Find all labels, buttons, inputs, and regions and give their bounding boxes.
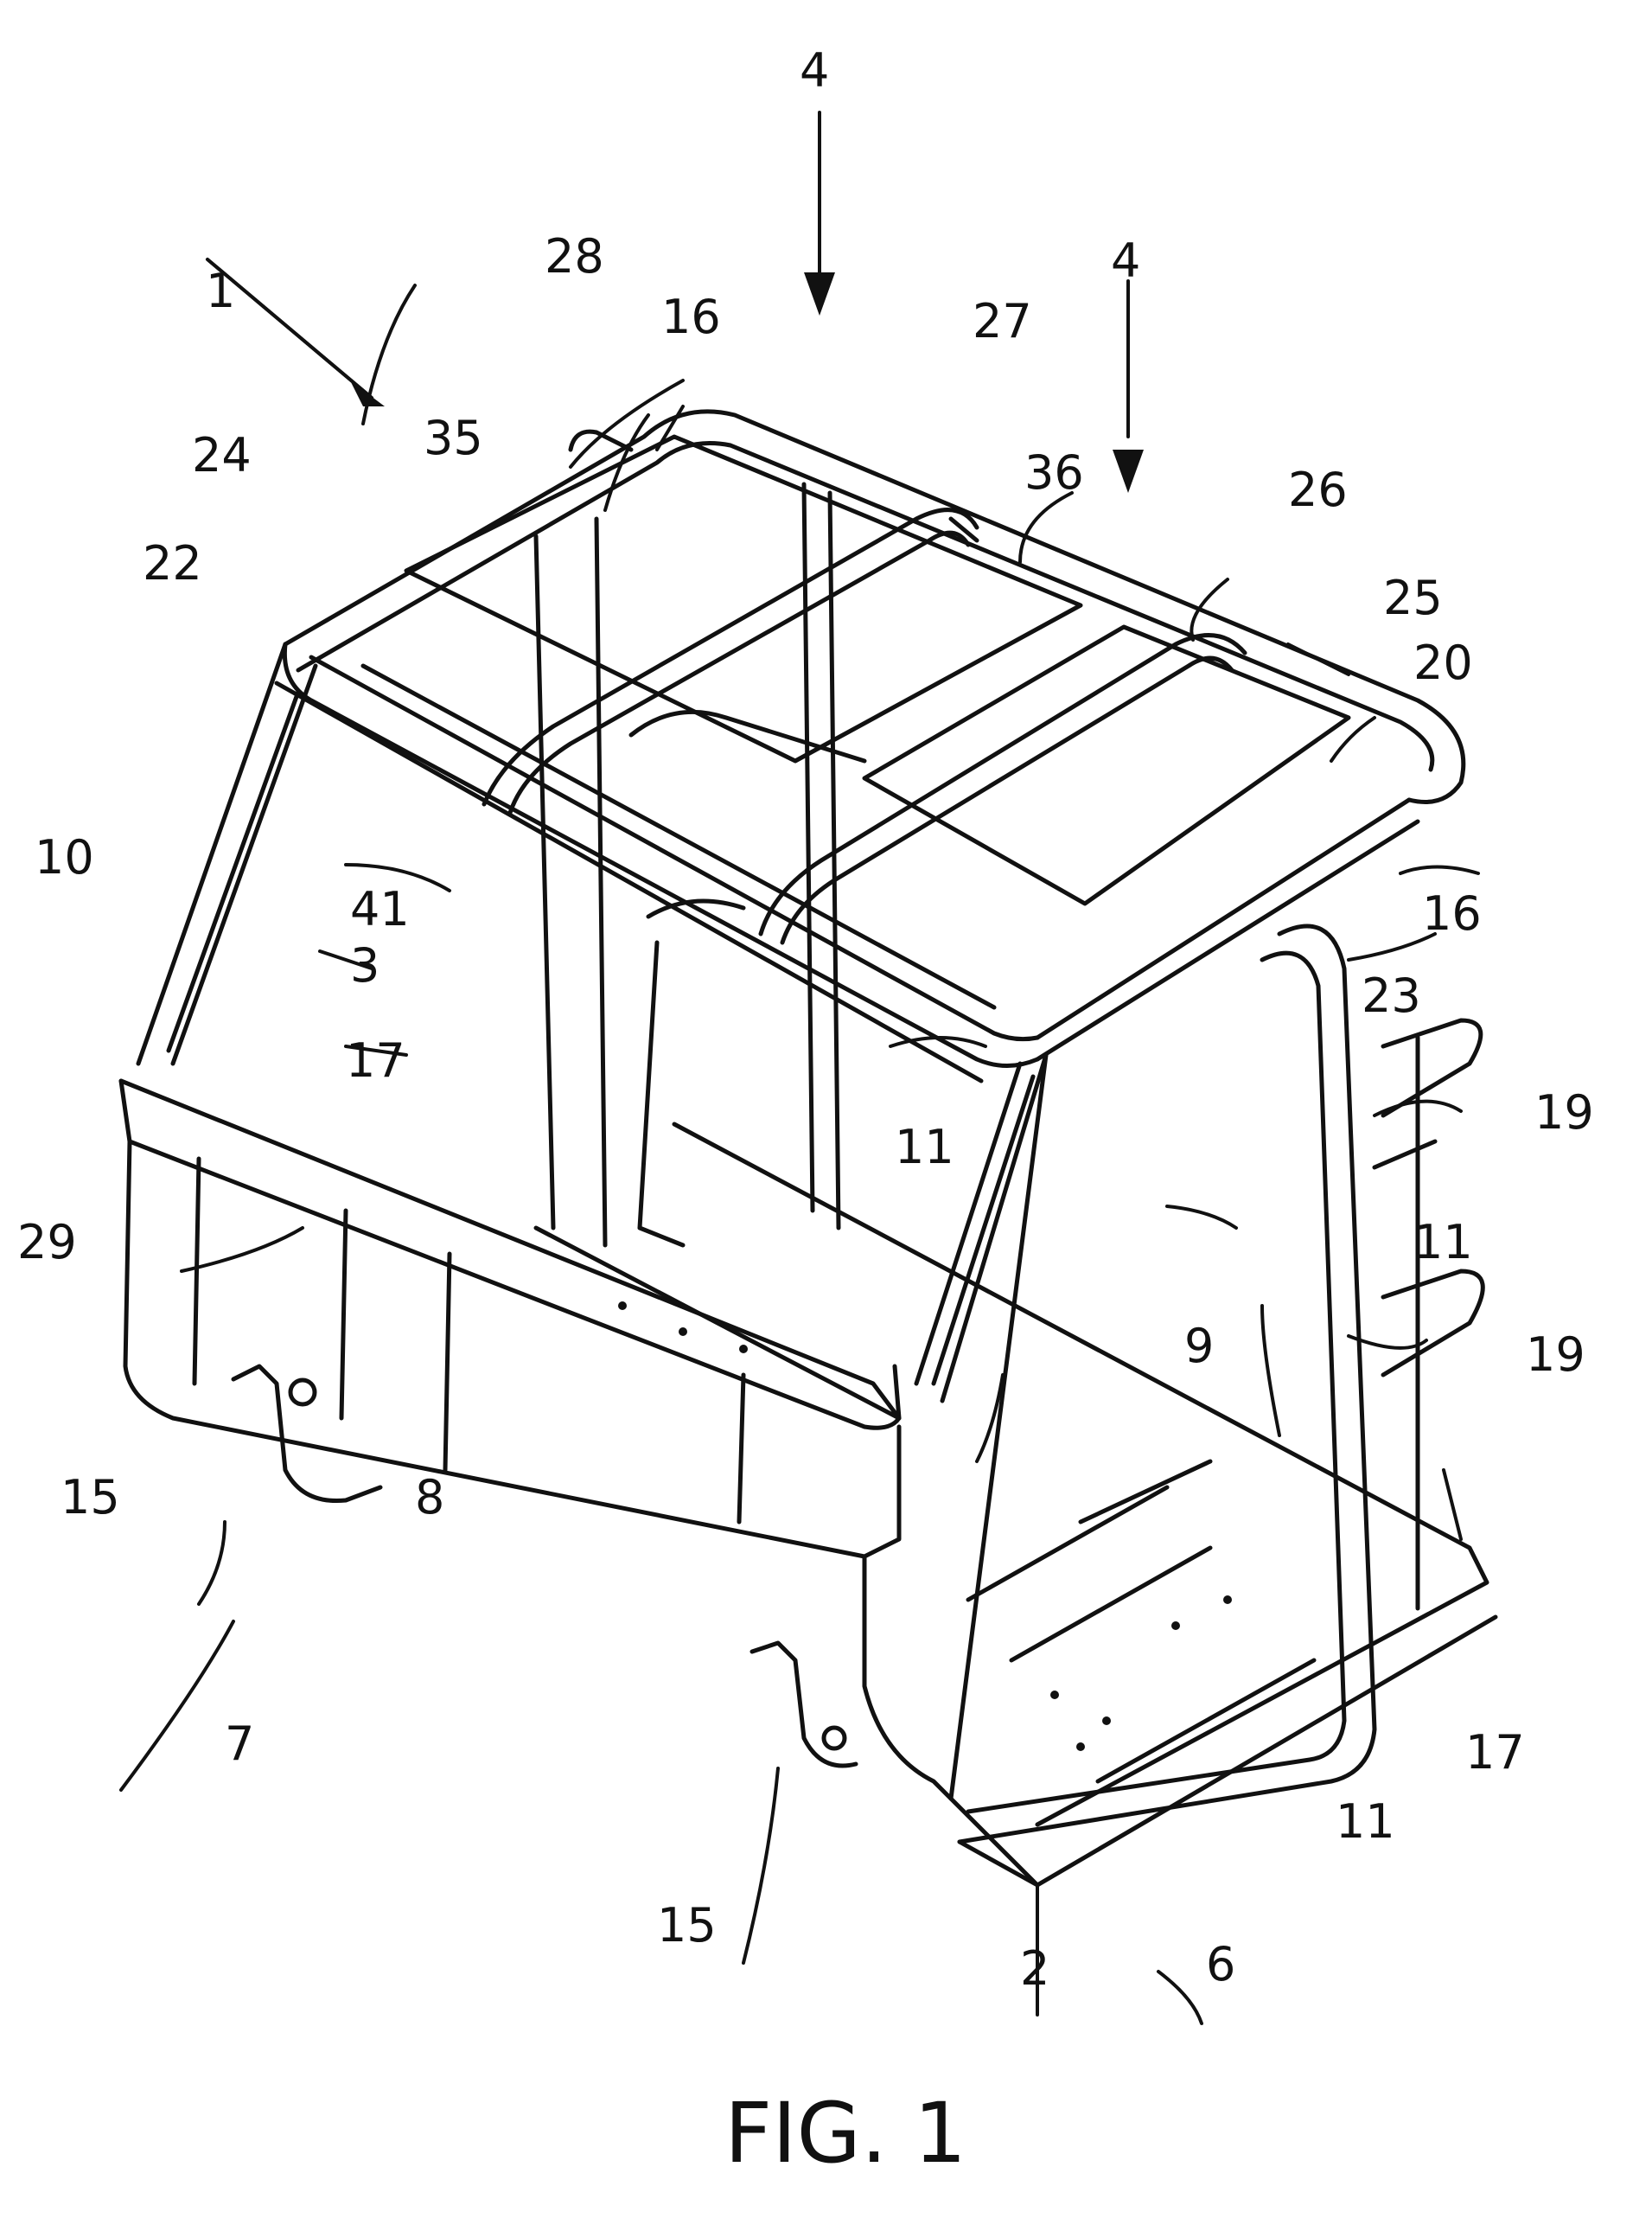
numeral-26: 26 — [1288, 463, 1348, 517]
numeral-15-left: 15 — [61, 1470, 120, 1524]
numeral-24: 24 — [192, 428, 252, 483]
rear-wall — [533, 482, 867, 1248]
numeral-7: 7 — [225, 1716, 254, 1771]
numeral-23: 23 — [1362, 968, 1421, 1023]
numeral-15-bottom: 15 — [657, 1898, 717, 1953]
numeral-41: 41 — [350, 882, 410, 936]
numeral-4-left: 4 — [800, 43, 829, 98]
numeral-17-left: 17 — [346, 1033, 405, 1088]
numeral-19-top: 19 — [1534, 1085, 1594, 1140]
numeral-36: 36 — [1024, 445, 1084, 500]
numeral-28: 28 — [545, 229, 604, 284]
numeral-16-right: 16 — [1422, 886, 1482, 941]
numeral-35: 35 — [424, 411, 483, 465]
front-cowl — [118, 1078, 902, 1559]
roof-straps — [482, 429, 1247, 945]
numeral-16-top: 16 — [661, 290, 721, 344]
numeral-11-bottom: 11 — [1336, 1794, 1395, 1849]
leader-lines — [119, 258, 1480, 2025]
arrow-head-4b — [1113, 450, 1144, 493]
numeral-2: 2 — [1020, 1941, 1049, 1996]
numeral-9: 9 — [1184, 1319, 1214, 1373]
numeral-4-right: 4 — [1111, 233, 1140, 288]
numeral-11-right: 11 — [1413, 1215, 1473, 1269]
numeral-17-right: 17 — [1465, 1725, 1525, 1780]
front-pillars — [136, 642, 1377, 1844]
numeral-8: 8 — [415, 1470, 444, 1524]
arrow-head-1 — [350, 380, 385, 406]
numeral-6: 6 — [1206, 1937, 1235, 1991]
reference-numerals: 1 4 4 28 16 27 24 35 36 26 22 25 20 10 4… — [17, 43, 1594, 1996]
view-arrows — [206, 111, 1130, 438]
numeral-22: 22 — [143, 536, 202, 591]
floor-fastener-dots — [618, 1301, 1232, 1751]
side-handrails — [1372, 1018, 1485, 1611]
figure-caption: FIG. 1 — [724, 2085, 966, 2182]
numeral-3: 3 — [350, 938, 380, 993]
numeral-10: 10 — [35, 830, 94, 885]
cab-frame-drawing — [118, 111, 1498, 2025]
numeral-29: 29 — [17, 1215, 77, 1269]
numeral-25: 25 — [1383, 571, 1443, 625]
arrow-head-4a — [804, 272, 835, 316]
numeral-1: 1 — [206, 264, 235, 318]
numeral-27: 27 — [973, 294, 1032, 348]
numeral-20: 20 — [1413, 636, 1473, 690]
numeral-19-bottom: 19 — [1526, 1327, 1585, 1382]
roof-frame — [274, 409, 1466, 1083]
mount-brackets — [231, 1364, 858, 1768]
numeral-11-center: 11 — [895, 1120, 954, 1174]
